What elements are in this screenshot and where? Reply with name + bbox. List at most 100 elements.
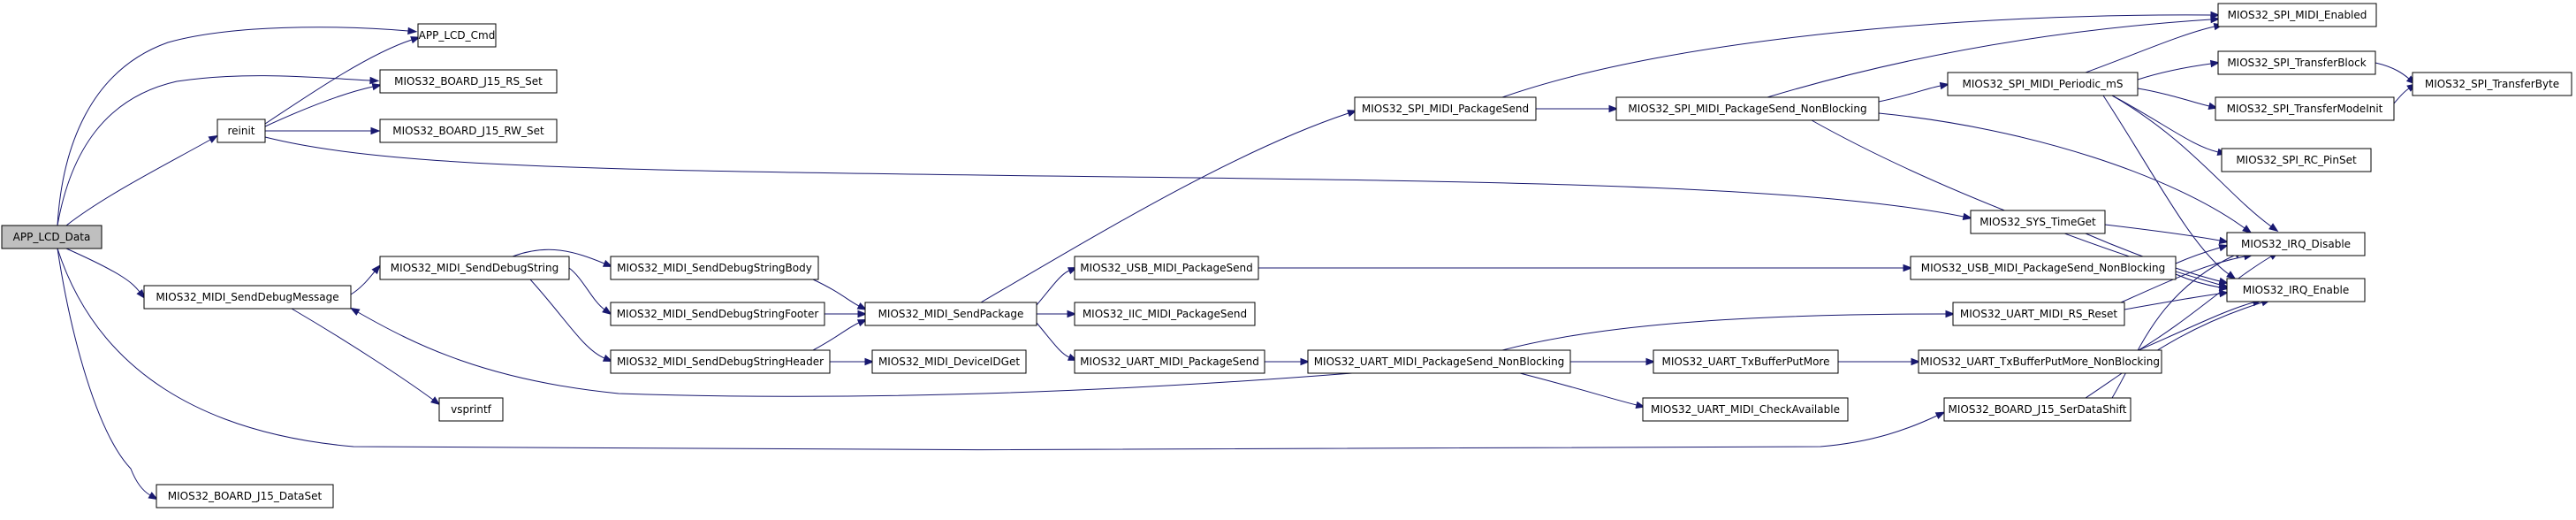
- edge-spi-transfer-block-to-spi-transfer-byte: [2375, 62, 2416, 85]
- edge-line: [2085, 302, 2263, 399]
- edge-spi-midi-periodic-ms-to-spi-rc-pin-set: [2111, 95, 2228, 157]
- node-usb-midi-package-send-nb[interactable]: MIOS32_USB_MIDI_PackageSend_NonBlocking: [1910, 256, 2177, 280]
- node-box: [2221, 148, 2372, 172]
- node-box: [1074, 349, 1265, 374]
- edge-spi-midi-package-send-nb-to-spi-midi-periodic-ms: [1878, 81, 1950, 103]
- node-box: [610, 256, 819, 280]
- edge-line: [2137, 63, 2212, 80]
- node-midi-device-id-get[interactable]: MIOS32_MIDI_DeviceIDGet: [871, 349, 1027, 374]
- edge-arrowhead: [856, 302, 868, 310]
- node-box: [1653, 349, 1839, 374]
- node-vsprintf[interactable]: vsprintf: [438, 397, 504, 422]
- node-spi-midi-package-send-nb[interactable]: MIOS32_SPI_MIDI_PackageSend_NonBlocking: [1615, 96, 1880, 121]
- edge-arrowhead: [2242, 225, 2253, 234]
- node-midi-send-debug-message[interactable]: MIOS32_MIDI_SendDebugMessage: [143, 285, 352, 310]
- node-midi-send-debug-string[interactable]: MIOS32_MIDI_SendDebugString: [379, 256, 570, 280]
- node-box: [1947, 72, 2139, 96]
- node-board-j15-ser-data-shift[interactable]: MIOS32_BOARD_J15_SerDataShift: [1943, 397, 2131, 422]
- node-box: [217, 119, 266, 143]
- edge-line: [512, 249, 605, 264]
- node-label: MIOS32_MIDI_SendPackage: [878, 308, 1024, 320]
- node-spi-midi-periodic-ms[interactable]: MIOS32_SPI_MIDI_Periodic_mS: [1947, 72, 2139, 96]
- edge-midi-send-debug-string-to-midi-send-debug-string-header: [529, 279, 613, 362]
- edge-uart-tx-buffer-put-more-nb-to-irq-enable: [2138, 299, 2263, 351]
- edge-arrowhead: [1635, 401, 1646, 409]
- node-box: [1943, 397, 2131, 422]
- edge-line: [1878, 112, 2245, 229]
- edge-line: [264, 86, 374, 127]
- node-iic-midi-package-send[interactable]: MIOS32_IIC_MIDI_PackageSend: [1074, 302, 1256, 326]
- edge-line: [1501, 313, 1947, 351]
- edge-arrowhead: [602, 259, 613, 267]
- edge-arrowhead: [1608, 104, 1619, 113]
- node-box: [864, 302, 1037, 326]
- node-spi-transfer-mode-init[interactable]: MIOS32_SPI_TransferModeInit: [2215, 96, 2395, 121]
- edge-arrowhead: [349, 307, 361, 316]
- edge-arrowhead: [208, 134, 219, 143]
- edge-usb-midi-package-send-to-usb-midi-package-send-nb: [1258, 264, 1913, 272]
- node-uart-midi-package-send-nb[interactable]: MIOS32_UART_MIDI_PackageSend_NonBlocking: [1307, 349, 1571, 374]
- edge-midi-send-package-to-usb-midi-package-send: [1036, 267, 1078, 306]
- edge-midi-send-debug-string-footer-to-midi-send-package: [824, 310, 868, 318]
- edge-line: [980, 112, 1349, 303]
- node-reinit[interactable]: reinit: [217, 119, 266, 143]
- node-spi-rc-pin-set[interactable]: MIOS32_SPI_RC_PinSet: [2221, 148, 2372, 172]
- node-box: [156, 484, 334, 509]
- node-box: [417, 23, 497, 48]
- node-app-lcd-data[interactable]: APP_LCD_Data: [1, 225, 103, 249]
- node-box: [1354, 96, 1537, 121]
- node-label: MIOS32_SYS_TimeGet: [1979, 216, 2096, 228]
- node-uart-tx-buffer-put-more[interactable]: MIOS32_UART_TxBufferPutMore: [1653, 349, 1839, 374]
- edge-line: [812, 322, 860, 351]
- edge-app-lcd-data-to-app-lcd-cmd: [57, 27, 418, 226]
- node-label: MIOS32_SPI_MIDI_PackageSend_NonBlocking: [1628, 103, 1866, 115]
- edge-arrowhead: [2207, 102, 2219, 110]
- node-midi-send-debug-string-footer[interactable]: MIOS32_MIDI_SendDebugStringFooter: [610, 302, 825, 326]
- edge-midi-send-debug-string-header-to-midi-device-id-get: [830, 357, 875, 366]
- node-spi-midi-enabled[interactable]: MIOS32_SPI_MIDI_Enabled: [2217, 3, 2377, 27]
- node-board-j15-dataset[interactable]: MIOS32_BOARD_J15_DataSet: [156, 484, 334, 509]
- node-uart-midi-check-available[interactable]: MIOS32_UART_MIDI_CheckAvailable: [1642, 397, 1849, 422]
- edge-line: [2175, 273, 2221, 288]
- node-label: APP_LCD_Data: [13, 231, 91, 243]
- node-midi-send-debug-string-body[interactable]: MIOS32_MIDI_SendDebugStringBody: [610, 256, 819, 280]
- node-box: [610, 349, 831, 374]
- edge-uart-midi-rs-reset-to-irq-enable: [2124, 289, 2230, 310]
- node-irq-disable[interactable]: MIOS32_IRQ_Disable: [2226, 232, 2366, 256]
- node-midi-send-package[interactable]: MIOS32_MIDI_SendPackage: [864, 302, 1037, 326]
- node-usb-midi-package-send[interactable]: MIOS32_USB_MIDI_PackageSend: [1074, 256, 1259, 280]
- edge-usb-midi-package-send-nb-to-irq-disable: [2175, 244, 2229, 264]
- node-uart-midi-rs-reset[interactable]: MIOS32_UART_MIDI_RS_Reset: [1952, 302, 2125, 326]
- node-uart-tx-buffer-put-more-nb[interactable]: MIOS32_UART_TxBufferPutMore_NonBlocking: [1918, 349, 2162, 374]
- node-uart-midi-package-send[interactable]: MIOS32_UART_MIDI_PackageSend: [1074, 349, 1265, 374]
- node-label: MIOS32_SPI_RC_PinSet: [2236, 154, 2357, 166]
- edge-arrowhead: [430, 396, 441, 406]
- node-irq-enable[interactable]: MIOS32_IRQ_Enable: [2226, 278, 2366, 302]
- node-sys-time-get[interactable]: MIOS32_SYS_TimeGet: [1970, 210, 2106, 234]
- edge-reinit-to-board-j15-rw-set: [265, 126, 381, 135]
- node-spi-transfer-byte[interactable]: MIOS32_SPI_TransferByte: [2412, 72, 2572, 96]
- edge-spi-midi-periodic-ms-to-irq-enable: [2102, 95, 2237, 280]
- edge-line: [2393, 88, 2410, 104]
- node-label: MIOS32_UART_MIDI_CheckAvailable: [1651, 403, 1840, 416]
- node-box: [379, 119, 558, 143]
- edge-app-lcd-data-to-board-j15-rs-set: [57, 75, 380, 226]
- node-box: [2217, 50, 2376, 75]
- node-board-j15-rs-set[interactable]: MIOS32_BOARD_J15_RS_Set: [379, 69, 558, 94]
- edge-spi-midi-periodic-ms-to-irq-disable: [2111, 95, 2279, 233]
- node-spi-transfer-block[interactable]: MIOS32_SPI_TransferBlock: [2217, 50, 2376, 75]
- edge-arrowhead: [2210, 11, 2221, 19]
- node-midi-send-debug-string-header[interactable]: MIOS32_MIDI_SendDebugStringHeader: [610, 349, 831, 374]
- edge-arrowhead: [1067, 310, 1077, 318]
- edge-line: [1036, 322, 1070, 358]
- node-app-lcd-cmd[interactable]: APP_LCD_Cmd: [417, 23, 497, 48]
- edge-spi-midi-package-send-to-spi-midi-enabled: [1501, 11, 2221, 98]
- edge-line: [65, 139, 211, 226]
- node-label: MIOS32_IRQ_Enable: [2243, 284, 2349, 296]
- edge-reinit-to-app-lcd-cmd: [264, 36, 421, 125]
- edge-arrowhead: [1300, 357, 1311, 366]
- edge-arrowhead: [1903, 264, 1913, 272]
- edge-line: [357, 311, 1353, 397]
- node-spi-midi-package-send[interactable]: MIOS32_SPI_MIDI_PackageSend: [1354, 96, 1537, 121]
- node-board-j15-rw-set[interactable]: MIOS32_BOARD_J15_RW_Set: [379, 119, 558, 143]
